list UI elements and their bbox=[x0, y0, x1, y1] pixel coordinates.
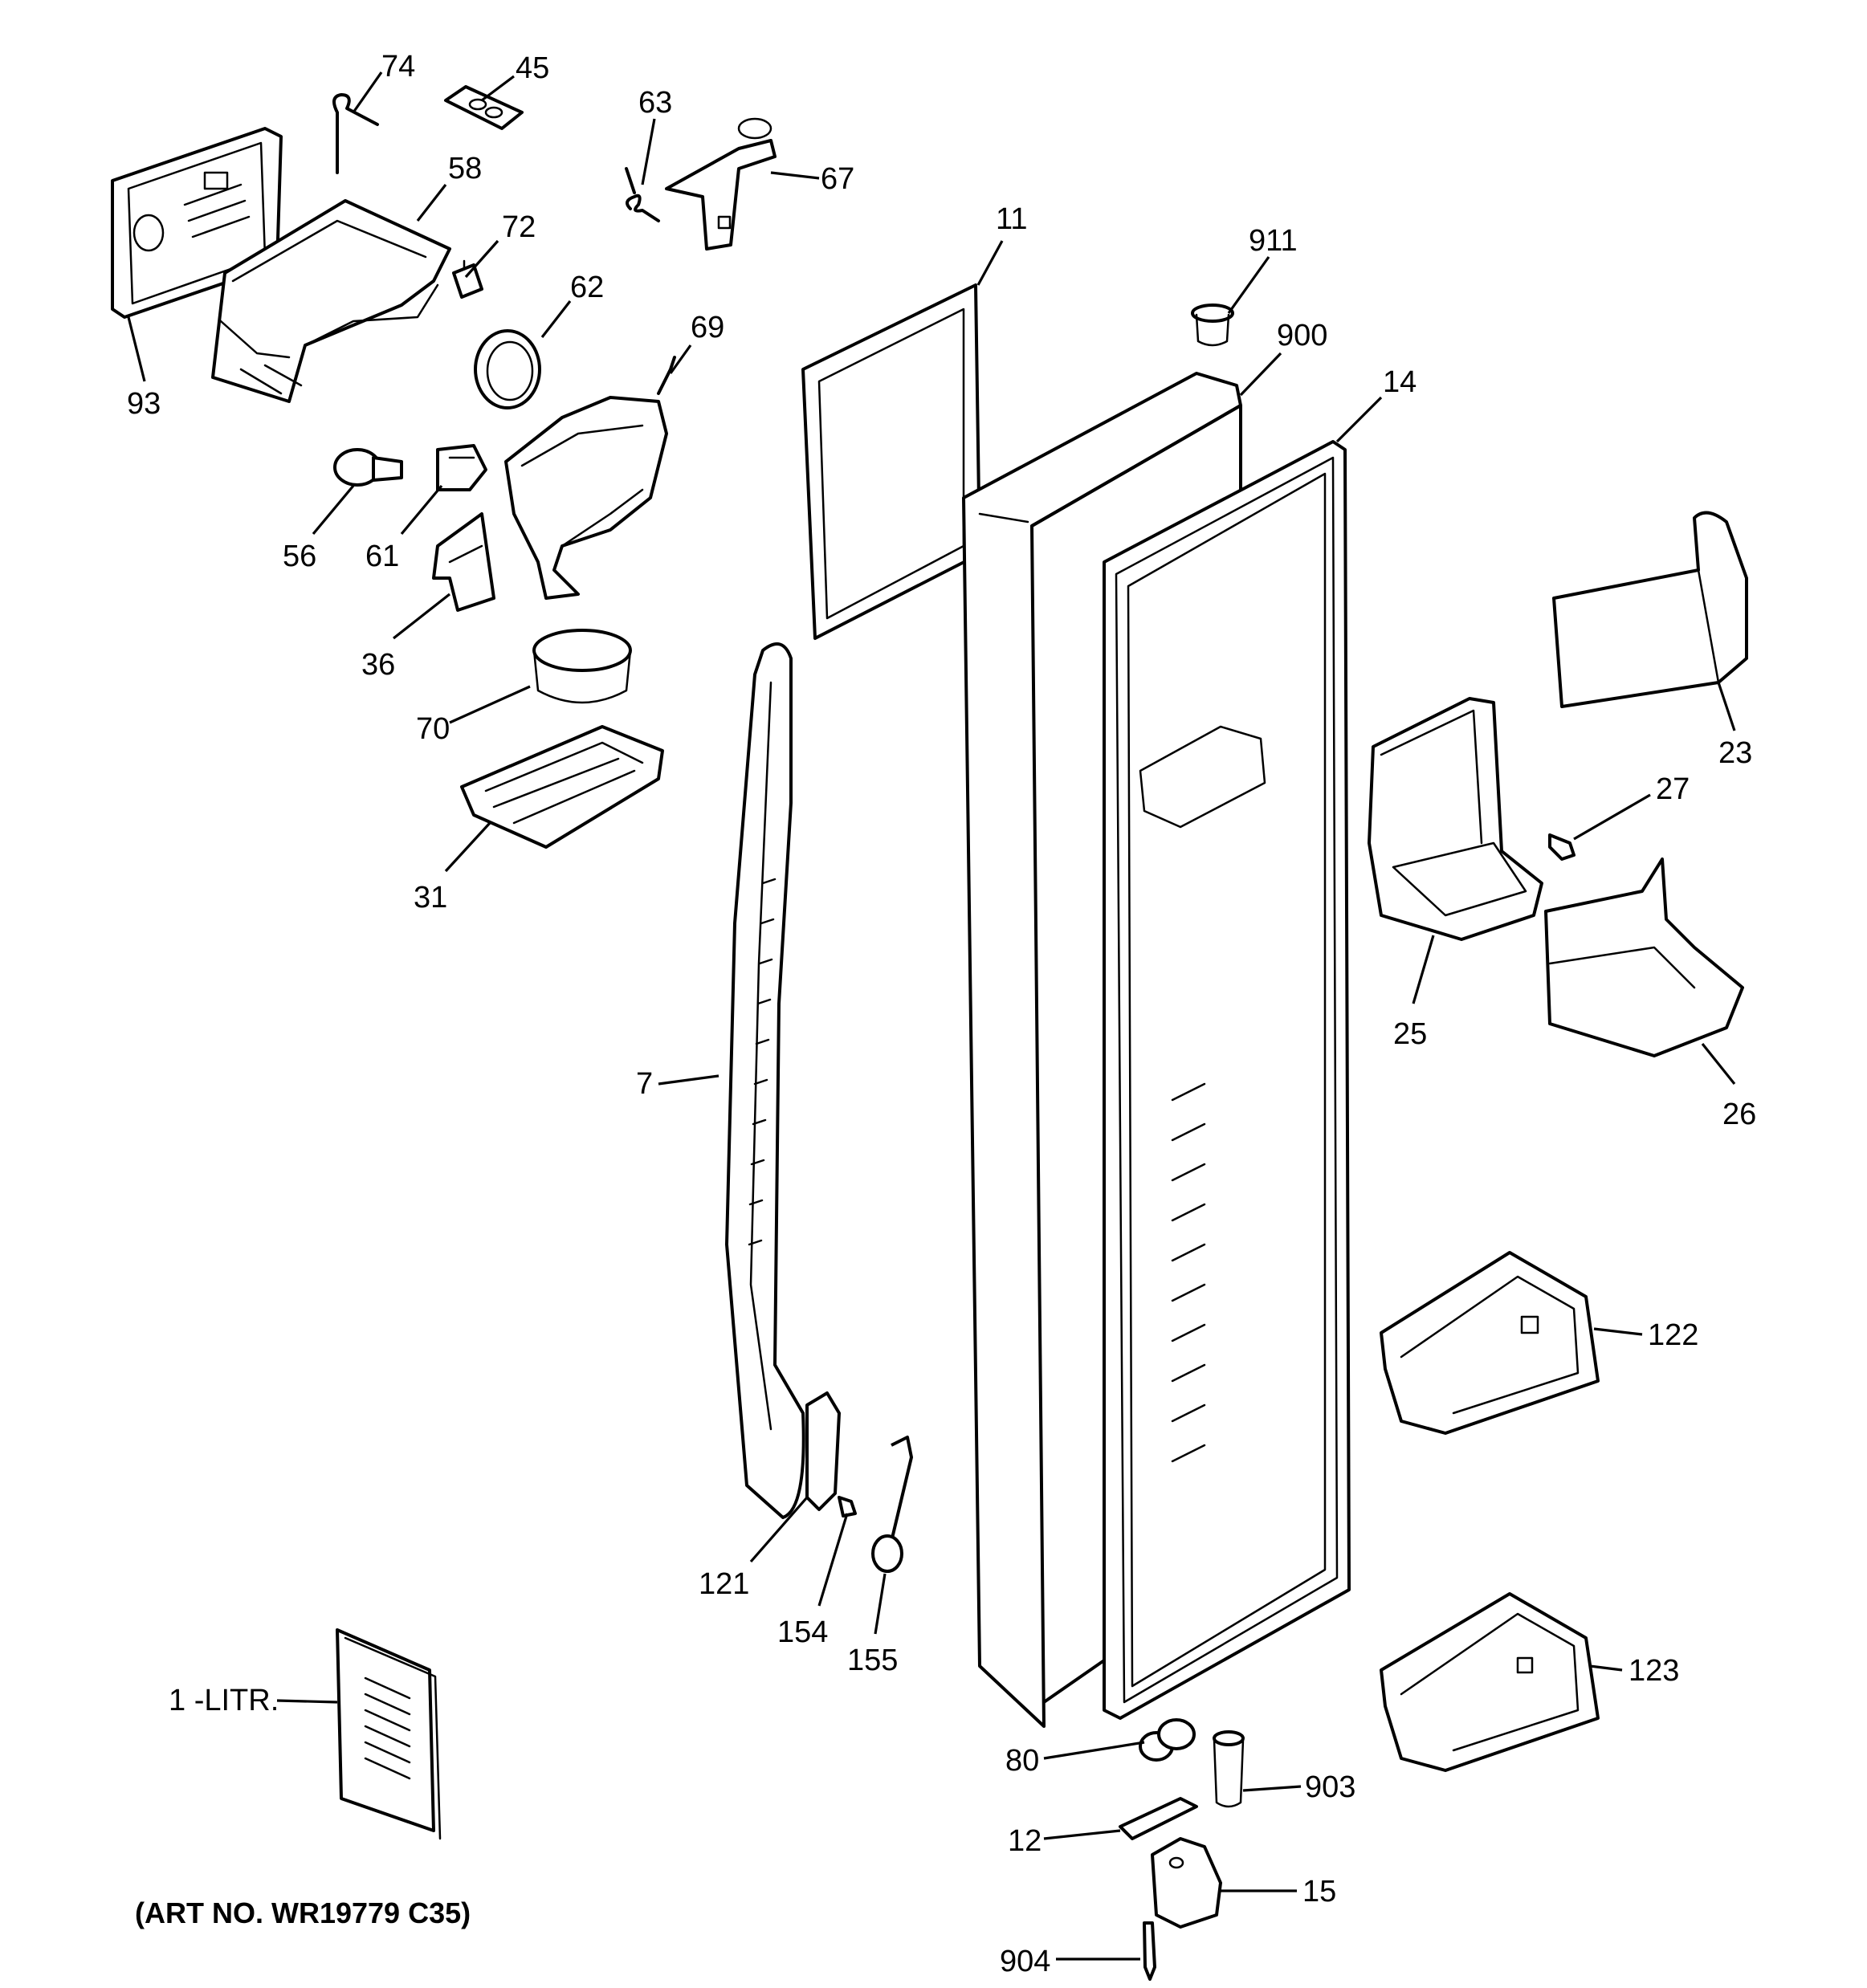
callout-25: 25 bbox=[1393, 1017, 1427, 1051]
callout-26: 26 bbox=[1722, 1098, 1756, 1131]
part-67-lever bbox=[665, 117, 777, 251]
part-14-gasket bbox=[1103, 440, 1351, 1720]
callout-12: 12 bbox=[1008, 1824, 1042, 1858]
leader-lines bbox=[127, 71, 1736, 1961]
part-45-bracket bbox=[444, 85, 524, 130]
callout-900: 900 bbox=[1277, 319, 1327, 352]
callout-80: 80 bbox=[1005, 1744, 1039, 1778]
part-36-bracket bbox=[432, 512, 495, 612]
callout-903: 903 bbox=[1305, 1770, 1355, 1804]
callout-15: 15 bbox=[1302, 1875, 1336, 1909]
part-69-chute bbox=[504, 356, 676, 600]
part-154-screw bbox=[838, 1496, 857, 1517]
callout-27: 27 bbox=[1656, 772, 1690, 806]
part-72-switch bbox=[452, 259, 483, 299]
part-23-cover bbox=[1552, 511, 1748, 708]
callout-7: 7 bbox=[636, 1067, 653, 1101]
callout-121: 121 bbox=[699, 1567, 749, 1601]
part-155-key bbox=[871, 1436, 913, 1573]
callout-11: 11 bbox=[996, 202, 1027, 236]
callout-36: 36 bbox=[361, 648, 395, 682]
part-74-spring bbox=[332, 93, 379, 174]
part-61-socket bbox=[436, 444, 487, 491]
callout-62: 62 bbox=[570, 271, 604, 304]
part-31-drip-tray bbox=[460, 725, 664, 849]
part-63-spring bbox=[625, 167, 660, 222]
part-7-handle bbox=[725, 642, 805, 1519]
callout-70: 70 bbox=[416, 712, 450, 746]
callout-93: 93 bbox=[127, 387, 161, 421]
part-26-bin bbox=[1544, 858, 1744, 1057]
part-12-plate bbox=[1119, 1797, 1198, 1840]
part-1-literature bbox=[336, 1628, 442, 1840]
part-11-frame bbox=[801, 283, 981, 640]
part-27-screw bbox=[1548, 833, 1576, 861]
door-shelf-slots bbox=[1171, 1082, 1206, 1463]
part-62-ring bbox=[474, 329, 541, 409]
art-number: (ART NO. WR19779 C35) bbox=[135, 1896, 471, 1929]
part-903-pin bbox=[1213, 1730, 1245, 1808]
callout-14: 14 bbox=[1383, 365, 1417, 399]
callout-72: 72 bbox=[502, 210, 536, 244]
part-25-bin bbox=[1368, 697, 1543, 941]
part-80-bushing bbox=[1139, 1718, 1196, 1762]
part-123-shelf-bin bbox=[1380, 1592, 1600, 1772]
part-70-cap bbox=[532, 629, 632, 704]
callout-904: 904 bbox=[1000, 1945, 1050, 1978]
part-58-dispenser-housing bbox=[211, 199, 451, 403]
part-56-bulb bbox=[333, 448, 403, 487]
callout-1-litr: 1 -LITR. bbox=[169, 1684, 279, 1717]
callout-911: 911 bbox=[1249, 224, 1298, 258]
part-15-hinge bbox=[1151, 1837, 1222, 1929]
callout-69: 69 bbox=[691, 311, 724, 344]
callout-61: 61 bbox=[365, 540, 399, 573]
callout-58: 58 bbox=[448, 152, 482, 185]
part-911-bushing bbox=[1191, 303, 1234, 347]
callout-122: 122 bbox=[1648, 1318, 1698, 1352]
callout-63: 63 bbox=[638, 86, 672, 120]
callout-67: 67 bbox=[821, 162, 854, 196]
callout-123: 123 bbox=[1629, 1654, 1679, 1688]
callout-154: 154 bbox=[777, 1615, 828, 1649]
part-904-screw bbox=[1143, 1921, 1156, 1981]
part-122-shelf-bin bbox=[1380, 1251, 1600, 1435]
callout-45: 45 bbox=[516, 51, 549, 85]
part-121-bracket bbox=[805, 1391, 841, 1511]
callout-74: 74 bbox=[381, 50, 415, 84]
callout-56: 56 bbox=[283, 540, 316, 573]
callout-23: 23 bbox=[1718, 736, 1752, 770]
callout-31: 31 bbox=[414, 881, 447, 915]
callout-155: 155 bbox=[847, 1644, 898, 1677]
callout-labels: 74 45 63 67 58 72 11 911 62 69 900 14 93… bbox=[127, 50, 1756, 1978]
